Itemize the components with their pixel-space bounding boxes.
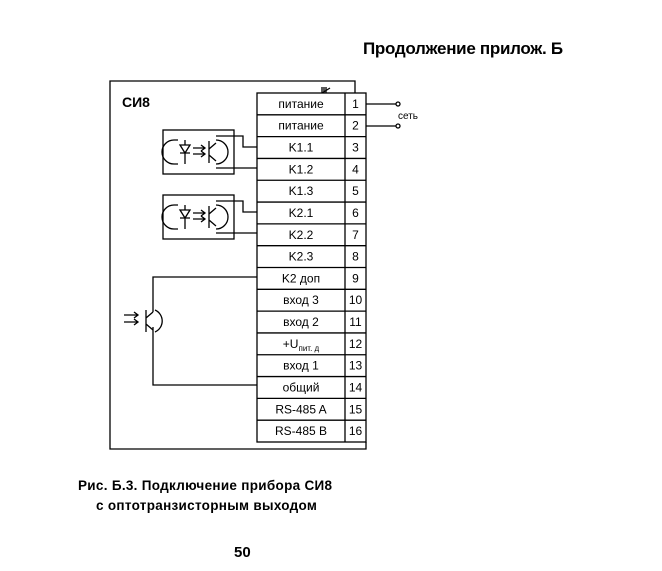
network-label: сеть [398, 111, 418, 122]
device-outline [109, 80, 367, 450]
terminal-label: вход 2 [283, 315, 319, 329]
terminal-number: 8 [352, 250, 359, 264]
terminal-label: RS-485 A [275, 402, 326, 416]
terminal-number: 15 [349, 402, 363, 416]
terminal-label: питание [278, 119, 324, 133]
terminal-number: 9 [352, 271, 359, 285]
terminal-label: K2 доп [282, 271, 320, 285]
terminal-label: вход 3 [283, 293, 319, 307]
caption-line-2: с оптотранзисторным выходом [96, 498, 318, 513]
terminal-number: 2 [352, 119, 359, 133]
terminal-number: 11 [349, 315, 362, 329]
terminal-label: K2.2 [289, 228, 314, 242]
terminal-number: 13 [349, 359, 363, 373]
terminal-label: K1.2 [289, 162, 314, 176]
terminal-number: 14 [349, 380, 363, 394]
terminal-label: питание [278, 97, 324, 111]
terminal-number: 4 [352, 162, 359, 176]
caption-line-1: Рис. Б.3. Подключение прибора СИ8 [78, 478, 333, 493]
terminal-label: K2.1 [289, 206, 314, 220]
connector-hatch [321, 87, 327, 93]
device-label: СИ8 [122, 94, 150, 110]
terminal-number: 6 [352, 206, 359, 220]
terminal-label: +Uпит. д [283, 337, 320, 353]
terminal-number: 12 [349, 337, 363, 351]
terminal-label: вход 1 [283, 359, 319, 373]
terminal-number: 5 [352, 184, 359, 198]
figure-caption: Рис. Б.3. Подключение прибора СИ8 с опто… [78, 476, 332, 516]
sensor-phototransistor [124, 276, 257, 386]
terminal-number: 16 [349, 424, 363, 438]
terminal-label: K2.3 [289, 250, 314, 264]
terminal-label: K1.1 [289, 141, 314, 155]
page-number: 50 [234, 544, 251, 561]
page-header: Продолжение прилож. Б [363, 39, 563, 58]
network-wires [366, 101, 401, 129]
terminal-label: RS-485 B [275, 424, 327, 438]
terminal-number: 1 [352, 97, 359, 111]
terminal-number: 3 [352, 141, 359, 155]
terminal-number: 10 [349, 293, 363, 307]
optocoupler-k1 [161, 129, 257, 175]
terminal-label: общий [283, 380, 320, 394]
terminal-number: 7 [352, 228, 359, 242]
terminal-label: K1.3 [289, 184, 314, 198]
optocoupler-k2 [161, 194, 257, 240]
